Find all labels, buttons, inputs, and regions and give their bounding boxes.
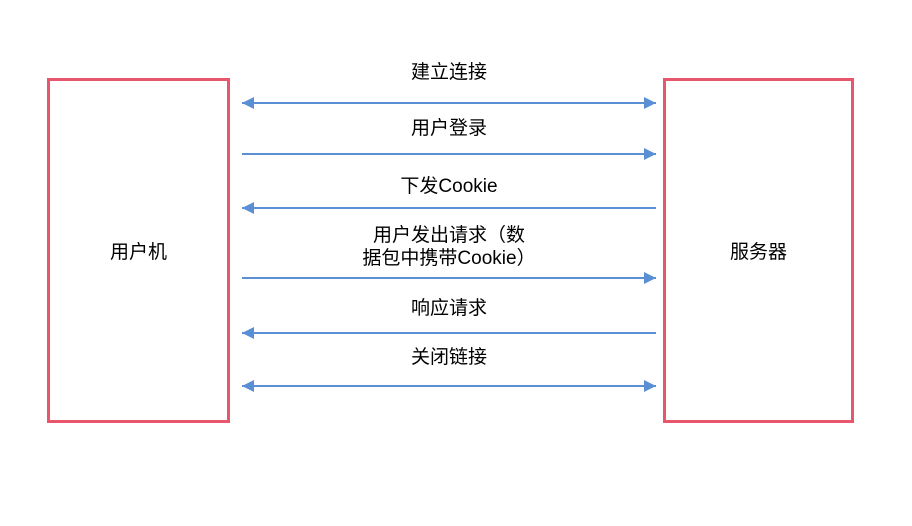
message-label-user-request: 用户发出请求（数 据包中携带Cookie）: [362, 225, 536, 269]
arrow-line: [242, 385, 656, 387]
arrow-line: [242, 277, 656, 279]
node-user-machine: 用户机: [47, 78, 230, 423]
message-arrow-close-connection: [242, 380, 656, 392]
left-arrowhead-icon: [242, 97, 254, 109]
left-arrowhead-icon: [242, 202, 254, 214]
node-server-label: 服务器: [729, 242, 787, 263]
message-arrow-response: [242, 327, 656, 339]
right-arrowhead-icon: [644, 97, 656, 109]
message-arrow-send-cookie: [242, 202, 656, 214]
message-label-close-connection: 关闭链接: [410, 347, 487, 368]
left-arrowhead-icon: [242, 380, 254, 392]
message-label-send-cookie: 下发Cookie: [400, 176, 498, 197]
message-arrow-establish-connection: [242, 97, 656, 109]
message-label-response: 响应请求: [410, 298, 487, 319]
left-arrowhead-icon: [242, 327, 254, 339]
arrow-line: [242, 332, 656, 334]
message-label-user-login: 用户登录: [410, 118, 487, 139]
node-server: 服务器: [663, 78, 854, 423]
right-arrowhead-icon: [644, 148, 656, 160]
node-user-machine-label: 用户机: [109, 242, 167, 263]
arrow-line: [242, 102, 656, 104]
message-label-establish-connection: 建立连接: [410, 62, 487, 83]
right-arrowhead-icon: [644, 272, 656, 284]
message-arrow-user-request: [242, 272, 656, 284]
message-arrow-user-login: [242, 148, 656, 160]
arrow-line: [242, 207, 656, 209]
arrow-line: [242, 153, 656, 155]
right-arrowhead-icon: [644, 380, 656, 392]
